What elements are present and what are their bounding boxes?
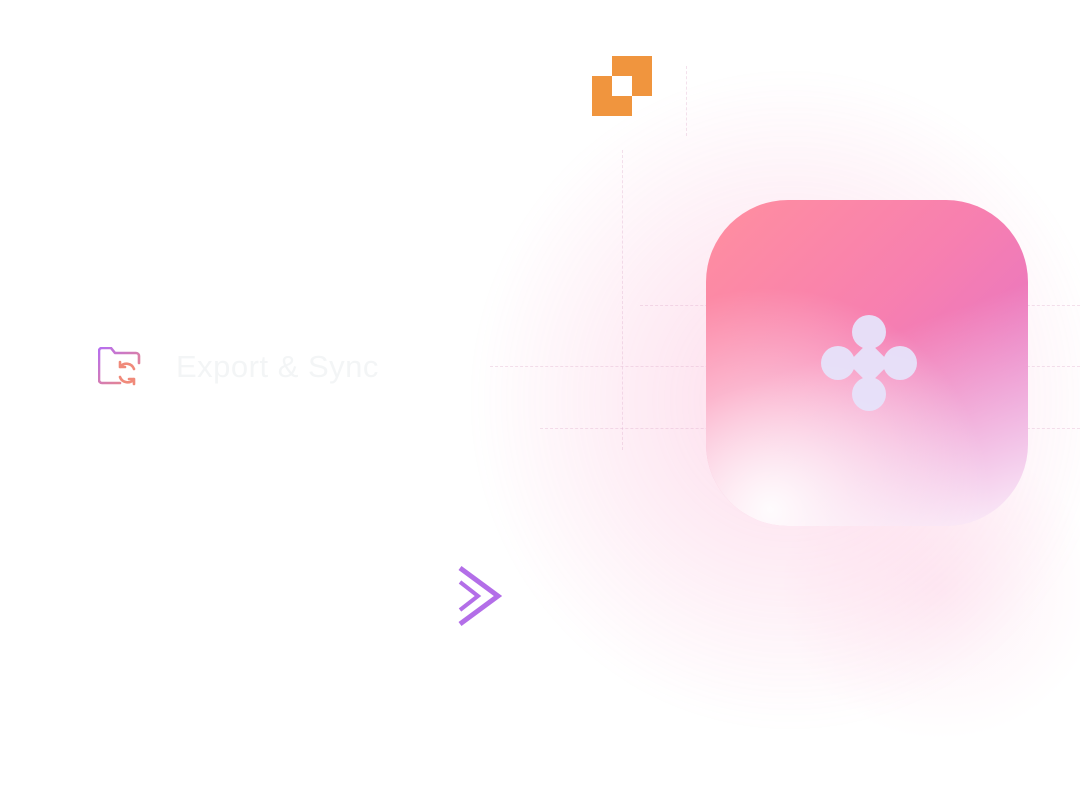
chevron-right-icon[interactable]	[456, 565, 502, 629]
stack-layers-icon	[592, 56, 652, 116]
four-petal-logo-icon	[821, 315, 917, 411]
app-tile	[706, 200, 1028, 526]
export-sync-item[interactable]: Export & Sync	[98, 346, 379, 388]
export-sync-label: Export & Sync	[176, 349, 379, 384]
guide-line	[622, 150, 623, 450]
guide-line	[686, 66, 687, 136]
folder-sync-icon	[98, 347, 141, 386]
